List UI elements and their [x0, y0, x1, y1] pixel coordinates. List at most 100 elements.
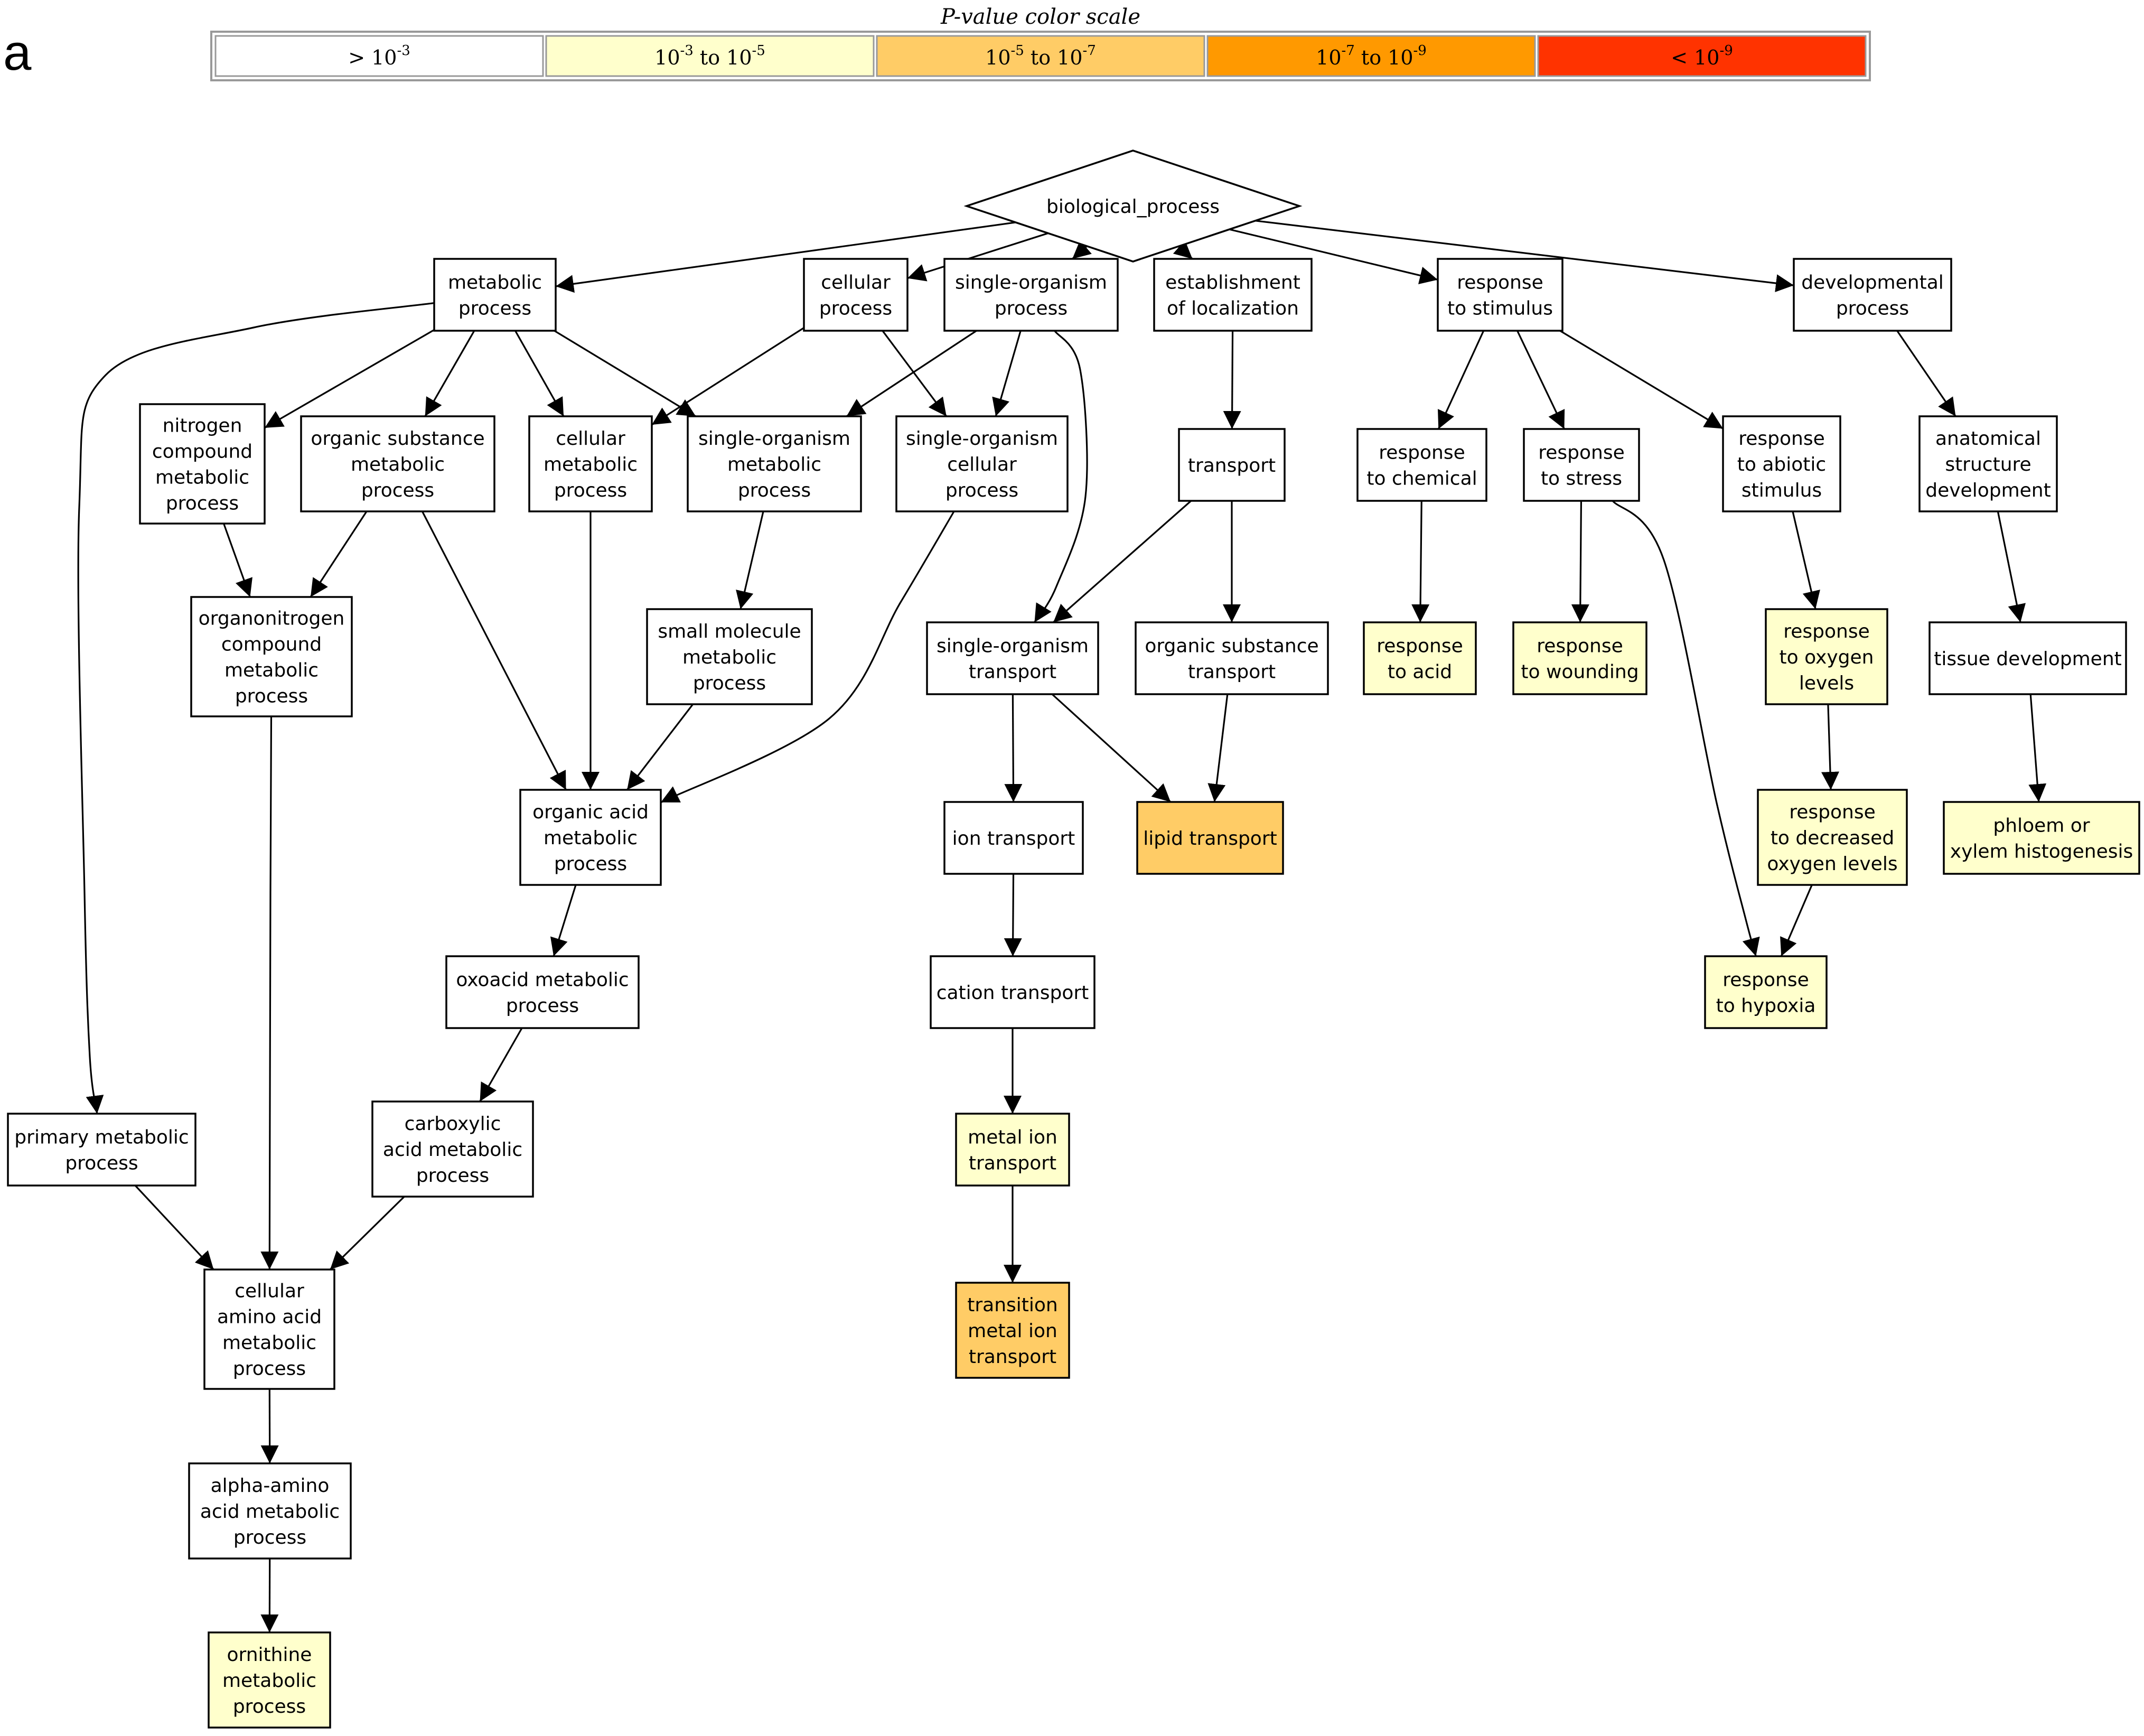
node-label: process [945, 480, 1018, 501]
node-label: development [1925, 480, 2051, 501]
edge-nitrogen-compound-metabolic-process-to-organonitrogen-compound-metabolic-process [224, 524, 250, 597]
edge-biological-process-to-single-organism-process [1072, 246, 1087, 259]
node-box [1357, 429, 1486, 501]
node-label: process [416, 1165, 489, 1187]
node-label: developmental [1801, 272, 1944, 293]
node-metal-ion-transport[interactable]: metal ion transport [956, 1114, 1069, 1186]
node-label: transport [969, 1346, 1056, 1368]
edge-organic-acid-metabolic-process-to-oxoacid-metabolic-process [554, 885, 576, 956]
node-label: nitrogen [163, 415, 242, 436]
node-biological-process[interactable]: biological_process [967, 151, 1299, 262]
node-label: transport [969, 661, 1056, 683]
node-label: to wounding [1521, 661, 1639, 683]
node-lipid-transport[interactable]: lipid transport [1137, 802, 1283, 874]
node-label: small molecule [658, 621, 801, 642]
node-label: to chemical [1366, 468, 1477, 489]
node-label: response [1379, 442, 1465, 463]
edge-organic-substance-transport-to-lipid-transport [1214, 694, 1228, 802]
node-label: tissue development [1934, 648, 2122, 670]
edge-single-organism-process-to-single-organism-metabolic-process [847, 331, 977, 416]
edge-developmental-process-to-anatomical-structure-development [1897, 331, 1956, 416]
node-box [944, 259, 1118, 331]
node-label: compound [221, 633, 322, 655]
node-label: to hypoxia [1716, 995, 1816, 1016]
node-cation-transport[interactable]: cation transport [931, 956, 1094, 1028]
edge-primary-metabolic-process-to-cellular-amino-acid-metabolic-process [135, 1186, 213, 1270]
node-label: acid metabolic [383, 1139, 522, 1161]
node-label: levels [1799, 673, 1854, 694]
panel-label: a [3, 24, 32, 81]
node-label: metabolic [222, 1332, 316, 1354]
node-label: metal ion [968, 1126, 1057, 1148]
node-label: process [233, 1358, 306, 1379]
node-label: process [554, 853, 627, 875]
node-label: transport [969, 1152, 1056, 1174]
node-label: compound [152, 441, 252, 462]
node-single-organism-transport[interactable]: single-organism transport [927, 622, 1098, 694]
node-label: metal ion [968, 1320, 1057, 1342]
node-label: to abiotic [1737, 454, 1826, 475]
edge-metabolic-process-to-single-organism-metabolic-process [554, 331, 696, 416]
node-label: transport [1188, 455, 1276, 477]
node-label: biological_process [1046, 196, 1220, 218]
node-label: process [693, 673, 766, 694]
edge-organic-substance-metabolic-process-to-organic-acid-metabolic-process [422, 511, 566, 790]
node-label: single-organism [698, 428, 850, 450]
node-label: response [1377, 635, 1463, 657]
node-label: cation transport [937, 982, 1089, 1004]
node-label: transport [1188, 661, 1276, 683]
edge-metabolic-process-to-cellular-metabolic-process [515, 331, 564, 416]
node-label: alpha-amino [211, 1475, 330, 1497]
edge-organonitrogen-compound-metabolic-process-to-cellular-amino-acid-metabolic-process [269, 716, 271, 1270]
node-label: single-organism [937, 635, 1089, 657]
legend-label: 10-5 to 10-7 [985, 43, 1096, 69]
edge-single-organism-process-to-single-organism-cellular-process [996, 331, 1020, 416]
edge-response-to-stimulus-to-response-to-abiotic-stimulus [1560, 331, 1723, 428]
node-label: organonitrogen [199, 608, 345, 629]
node-label: response [1738, 428, 1825, 450]
node-label: cellular [556, 428, 625, 450]
node-transport[interactable]: transport [1179, 429, 1285, 501]
node-label: lipid transport [1143, 828, 1277, 850]
node-label: amino acid [217, 1306, 322, 1328]
node-tissue-development[interactable]: tissue development [1930, 622, 2126, 694]
node-response-to-chemical[interactable]: response to chemical [1357, 429, 1486, 501]
edge-response-to-stress-to-response-to-wounding [1580, 501, 1581, 622]
edge-response-to-stress-to-response-to-hypoxia [1613, 501, 1756, 956]
node-ion-transport[interactable]: ion transport [944, 802, 1083, 874]
node-label: process [233, 1696, 306, 1718]
node-label: response [1789, 801, 1876, 823]
